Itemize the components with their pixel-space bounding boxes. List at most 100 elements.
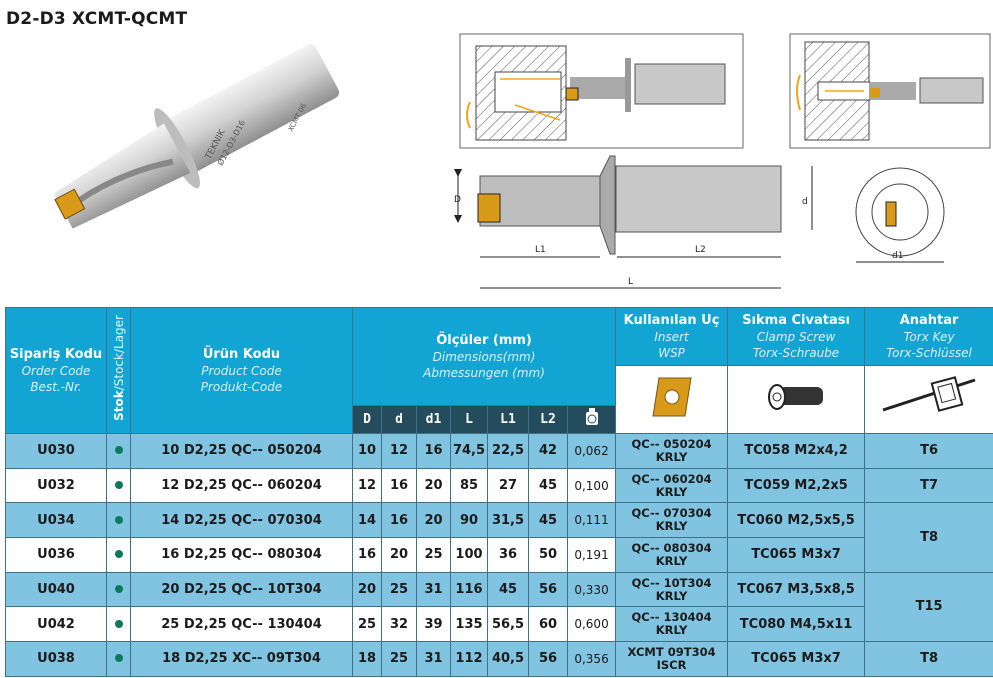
stock-cell [106, 537, 131, 573]
drilling-operation-diagram [789, 33, 991, 149]
torx-key: T8 [864, 641, 993, 677]
dim-L2: 60 [528, 606, 568, 643]
col-d1: d1 [416, 405, 451, 434]
dim-D: 20 [352, 571, 382, 608]
dim-L1: 27 [487, 467, 529, 504]
dim-d1: 31 [416, 571, 451, 608]
dim-d1: 16 [416, 433, 451, 469]
weight-kg: 0,356 [566, 641, 617, 677]
product-code: 20 D2,25 QC-- 10T304 [130, 571, 353, 608]
dim-L1: 36 [487, 537, 529, 573]
screw-image [727, 365, 866, 434]
insert-icon [651, 377, 692, 417]
insert-code-line1: QC-- 060204 [631, 471, 712, 486]
insert-code-line2: KRLY [655, 623, 688, 638]
dim-label-d1: d1 [892, 251, 903, 261]
insert-code-line2: KRLY [655, 519, 688, 534]
order-code: U040 [5, 571, 107, 608]
order-code: U034 [5, 502, 107, 539]
dim-D: 10 [352, 433, 382, 469]
insert-code-line1: XCMT 09T304 [627, 644, 716, 659]
product-image: TEKNIK Ø12-D3-D16 XCMT 06 [53, 44, 340, 229]
front-view-drawing: d1 [855, 167, 945, 263]
product-code: 14 D2,25 QC-- 070304 [130, 502, 353, 539]
insert-code-line1: QC-- 070304 [631, 506, 712, 521]
col-L1: L1 [487, 405, 529, 434]
in-stock-dot-icon [114, 515, 123, 524]
kg-weight-icon [585, 408, 598, 425]
clamp-screw: TC065 M3x7 [727, 537, 866, 573]
dim-D: 18 [352, 641, 382, 677]
in-stock-dot-icon [114, 585, 123, 594]
dim-L1: 22,5 [487, 433, 529, 469]
stock-cell [106, 606, 131, 643]
product-code: 16 D2,25 QC-- 080304 [130, 537, 353, 573]
insert-code-line2: KRLY [655, 449, 688, 464]
dim-D: 16 [352, 537, 382, 573]
product-code: 18 D2,25 XC-- 09T304 [130, 641, 353, 677]
col-d: d [381, 405, 417, 434]
clamp-screw: TC058 M2x4,2 [727, 433, 866, 469]
weight-kg: 0,191 [566, 537, 617, 573]
clamp-screw: TC067 M3,5x8,5 [727, 571, 866, 608]
dim-L2: 45 [528, 502, 568, 539]
stock-cell [106, 467, 131, 504]
order-code: U042 [5, 606, 107, 643]
col-D: D [352, 405, 382, 434]
in-stock-dot-icon [114, 654, 123, 663]
dim-label-L1: L1 [535, 245, 546, 255]
technical-drawing: D d L1 L2 L d1 [454, 33, 991, 289]
dim-d1: 20 [416, 467, 451, 504]
dim-d1: 31 [416, 641, 451, 677]
insert-image [615, 365, 729, 434]
dim-d: 12 [381, 433, 417, 469]
torx-screw-icon [768, 384, 824, 410]
dim-L1: 45 [487, 571, 529, 608]
in-stock-dot-icon [114, 446, 123, 455]
key-image [864, 365, 993, 434]
dim-label-d: d [802, 197, 808, 207]
dim-L2: 56 [528, 571, 568, 608]
dim-d: 32 [381, 606, 417, 643]
dim-d: 25 [381, 641, 417, 677]
dim-L1: 40,5 [487, 641, 529, 677]
dim-d: 25 [381, 571, 417, 608]
header-dimensions: Ölçüler (mm)Dimensions(mm)Abmessungen (m… [351, 307, 617, 406]
clamp-screw: TC059 M2,2x5 [727, 467, 866, 504]
dim-D: 12 [352, 467, 382, 504]
insert-code-line2: ISCR [656, 657, 687, 672]
boring-operation-diagram [459, 33, 744, 149]
dim-d: 16 [381, 467, 417, 504]
header-stock: Stok/Stock/Lager [106, 307, 131, 434]
order-code: U038 [5, 641, 107, 677]
insert-code-line1: QC-- 050204 [631, 436, 712, 451]
dim-label-L2: L2 [695, 245, 706, 255]
dim-D: 14 [352, 502, 382, 539]
in-stock-dot-icon [114, 550, 123, 559]
weight-kg: 0,330 [566, 571, 617, 608]
insert-code-line1: QC-- 080304 [631, 540, 712, 555]
clamp-screw: TC060 M2,5x5,5 [727, 502, 866, 539]
order-code: U030 [5, 433, 107, 469]
order-code: U032 [5, 467, 107, 504]
weight-kg: 0,600 [566, 606, 617, 643]
torx-key: T6 [864, 433, 993, 469]
dim-label-L: L [628, 277, 633, 287]
in-stock-dot-icon [114, 619, 123, 628]
weight-kg: 0,062 [566, 433, 617, 469]
dim-L: 90 [450, 502, 488, 539]
insert-code-line1: QC-- 10T304 [631, 575, 712, 590]
